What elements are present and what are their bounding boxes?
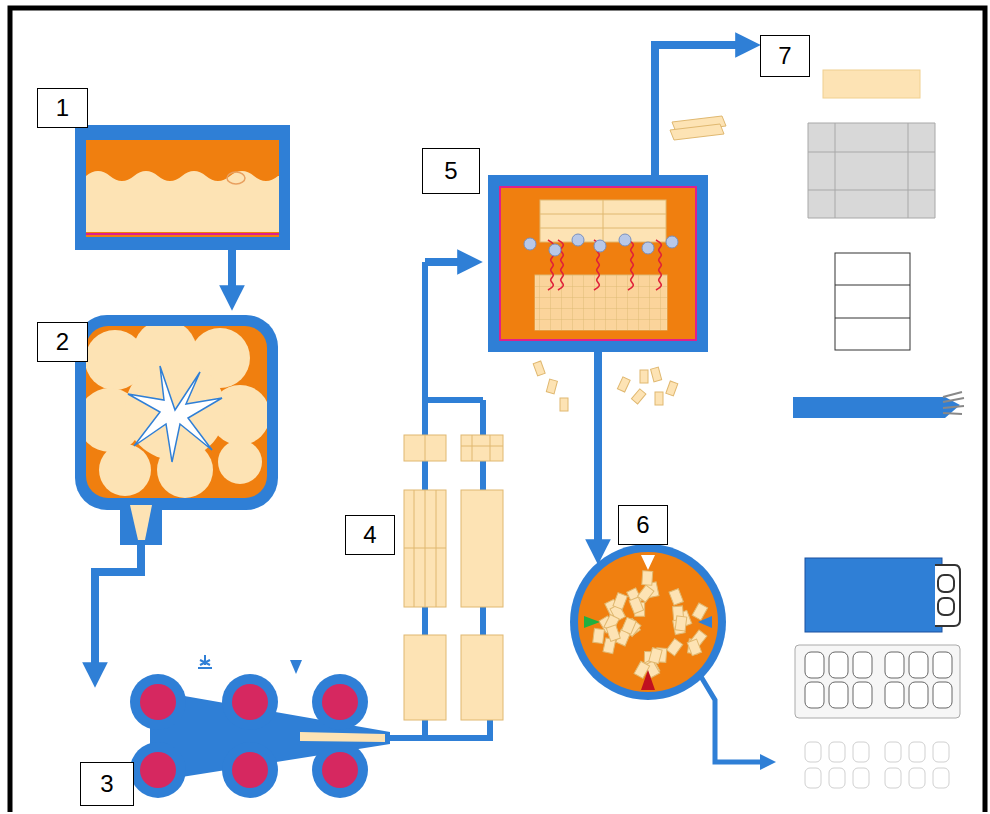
callout-box: 7 [760, 35, 810, 77]
callout-box: 5 [422, 148, 480, 194]
callout-number: 1 [56, 96, 69, 120]
callout-number: 3 [100, 772, 113, 796]
callout-box: 6 [618, 505, 668, 545]
callout-number: 7 [778, 44, 791, 68]
callout-box: 3 [80, 762, 134, 806]
callout-box: 1 [37, 88, 88, 128]
callout-number: 2 [56, 330, 69, 354]
callout-box: 4 [345, 515, 395, 555]
callout-number: 4 [363, 523, 376, 547]
callout-number: 5 [444, 159, 457, 183]
callout-box: 2 [37, 322, 88, 362]
callout-number: 6 [636, 513, 649, 537]
